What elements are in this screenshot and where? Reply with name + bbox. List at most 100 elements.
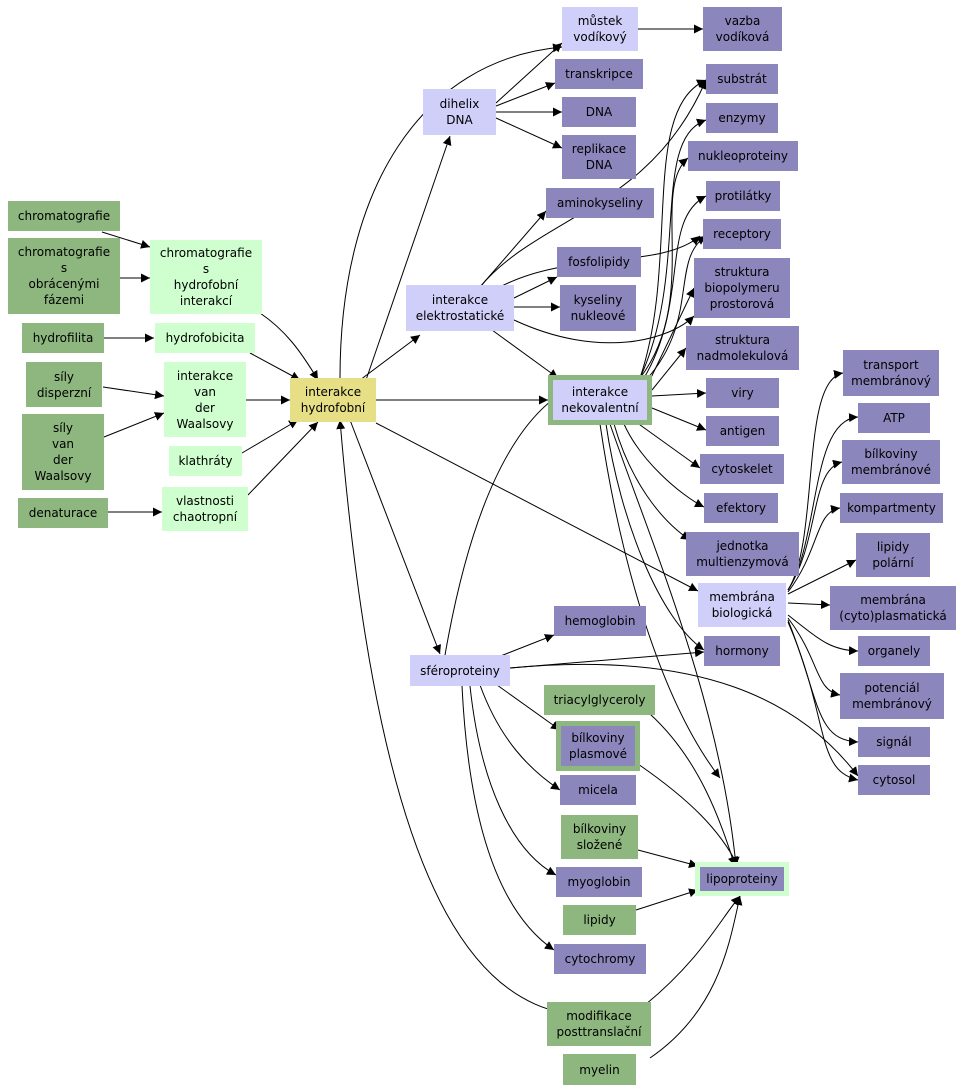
node-hormony[interactable]: hormony [704, 636, 780, 666]
node-denaturace[interactable]: denaturace [18, 498, 108, 528]
node-efektory[interactable]: efektory [704, 493, 778, 523]
node-organely[interactable]: organely [858, 636, 930, 666]
node-cytosol[interactable]: cytosol [858, 765, 930, 795]
node-viry[interactable]: viry [706, 378, 779, 408]
node-kyseliny-nukleove[interactable]: kyseliny nukleové [560, 285, 636, 331]
edge [489, 679, 561, 731]
node-modifikace-posttranslacni[interactable]: modifikace posttranslační [547, 1002, 651, 1046]
node-aminokyseliny[interactable]: aminokyseliny [546, 188, 654, 218]
node-myelin[interactable]: myelin [563, 1054, 636, 1085]
edge [647, 287, 695, 385]
node-struktura-biopolymeru[interactable]: struktura biopolymeru prostorová [694, 258, 790, 318]
node-interakce-nekovalentni[interactable]: interakce nekovalentní [548, 375, 652, 425]
node-fosfolipidy[interactable]: fosfolipidy [557, 247, 641, 277]
edge [359, 334, 421, 381]
edge [495, 117, 563, 149]
edge [495, 82, 556, 107]
node-kompartmenty[interactable]: kompartmenty [840, 493, 943, 523]
node-interakce-van-der-waalsovy[interactable]: interakce van der Waalsovy [164, 362, 246, 437]
node-vlastnosti-chaotropni[interactable]: vlastnosti chaotropní [162, 487, 248, 531]
edge [787, 617, 841, 698]
edge [651, 347, 687, 391]
edge [479, 210, 547, 288]
node-chromatografie-obracenymi-fazemi[interactable]: chromatografie s obrácenými fázemi [8, 238, 120, 314]
node-dihelix-dna[interactable]: dihelix DNA [423, 89, 496, 135]
node-transport-membranovy[interactable]: transport membránový [843, 350, 939, 396]
edge [469, 685, 557, 876]
edge [365, 135, 452, 381]
edge [479, 684, 561, 791]
edge [643, 195, 707, 379]
edge [644, 895, 741, 1006]
edge [651, 389, 707, 398]
edge [637, 763, 739, 867]
edge [623, 423, 705, 508]
edge [645, 235, 707, 381]
edge [635, 421, 701, 469]
node-triacylglyceroly[interactable]: triacylglyceroly [544, 685, 655, 715]
edge [651, 407, 707, 431]
node-nukleoproteiny[interactable]: nukleoproteiny [688, 141, 798, 171]
node-transkripce[interactable]: transkripce [555, 59, 643, 89]
edge [609, 423, 740, 867]
edge [349, 419, 441, 655]
node-membrana-cytoplasmaticka[interactable]: membrána (cyto)plasmatická [830, 586, 956, 630]
edge [259, 312, 319, 381]
node-dna[interactable]: DNA [562, 97, 636, 127]
edge [635, 888, 699, 911]
node-hemoglobin[interactable]: hemoglobin [554, 606, 646, 636]
node-replikace-dna[interactable]: replikace DNA [562, 135, 636, 179]
node-bilkoviny-plasmove[interactable]: bílkoviny plasmové [556, 721, 640, 771]
node-signal[interactable]: signál [858, 727, 930, 757]
node-sferoproteiny[interactable]: sféroproteiny [410, 655, 510, 686]
edge [513, 315, 695, 344]
edge [787, 600, 831, 610]
node-jednotka-multienzymova[interactable]: jednotka multienzymová [686, 532, 799, 576]
node-antigen[interactable]: antigen [706, 416, 779, 446]
edge [375, 422, 699, 592]
edge [241, 419, 299, 454]
node-interakce-hydrofobni[interactable]: interakce hydrofobní [290, 378, 376, 422]
node-chromatografie[interactable]: chromatografie [8, 201, 120, 231]
node-receptory[interactable]: receptory [703, 219, 781, 249]
node-interakce-elektrostaticke[interactable]: interakce elektrostatické [406, 285, 514, 331]
node-hydrofobicita[interactable]: hydrofobicita [155, 323, 255, 353]
node-atp[interactable]: ATP [858, 403, 930, 433]
edge [102, 386, 165, 400]
edge [787, 621, 859, 783]
node-struktura-nadmolekulova[interactable]: struktura nadmolekulová [686, 326, 799, 370]
edge [639, 79, 707, 379]
node-bilkoviny-membranove[interactable]: bílkoviny membránové [842, 440, 940, 484]
node-lipidy-polarni[interactable]: lipidy polární [856, 533, 930, 577]
node-protilatky[interactable]: protilátky [706, 181, 780, 211]
node-lipidy[interactable]: lipidy [563, 905, 636, 935]
node-hydrofilita[interactable]: hydrofilita [22, 323, 104, 353]
node-klathraty[interactable]: klathráty [169, 446, 242, 476]
node-membrana-biologicka[interactable]: membrána biologická [698, 583, 786, 627]
node-bilkoviny-slozene[interactable]: bílkoviny složené [561, 815, 638, 859]
edge [103, 412, 165, 438]
node-sily-van-der-waalsovy[interactable]: síly van der Waalsovy [22, 414, 104, 490]
node-mustek-vodikovy[interactable]: můstek vodíkový [562, 7, 638, 51]
node-potencial-membranovy[interactable]: potenciál membránový [840, 673, 944, 719]
edge [639, 118, 707, 379]
node-myoglobin[interactable]: myoglobin [556, 867, 642, 897]
node-cytoskelet[interactable]: cytoskelet [700, 454, 784, 484]
edge [491, 329, 559, 379]
node-sily-disperzni[interactable]: síly disperzní [26, 362, 102, 407]
edge [787, 504, 841, 593]
node-micela[interactable]: micela [560, 775, 636, 805]
edge [339, 43, 563, 379]
edge [439, 378, 591, 687]
edge [497, 634, 555, 658]
node-lipoproteiny[interactable]: lipoproteiny [695, 862, 789, 896]
edge [649, 713, 737, 867]
edge [649, 895, 743, 1059]
edge [101, 231, 151, 249]
edge [639, 157, 689, 379]
node-substrat[interactable]: substrát [706, 64, 778, 94]
node-vazba-vodikova[interactable]: vazba vodíková [703, 7, 782, 51]
node-chromatografie-hydrofobni[interactable]: chromatografie s hydrofobní interakcí [150, 240, 262, 314]
node-cytochromy[interactable]: cytochromy [554, 944, 646, 974]
node-enzymy[interactable]: enzymy [706, 103, 778, 133]
